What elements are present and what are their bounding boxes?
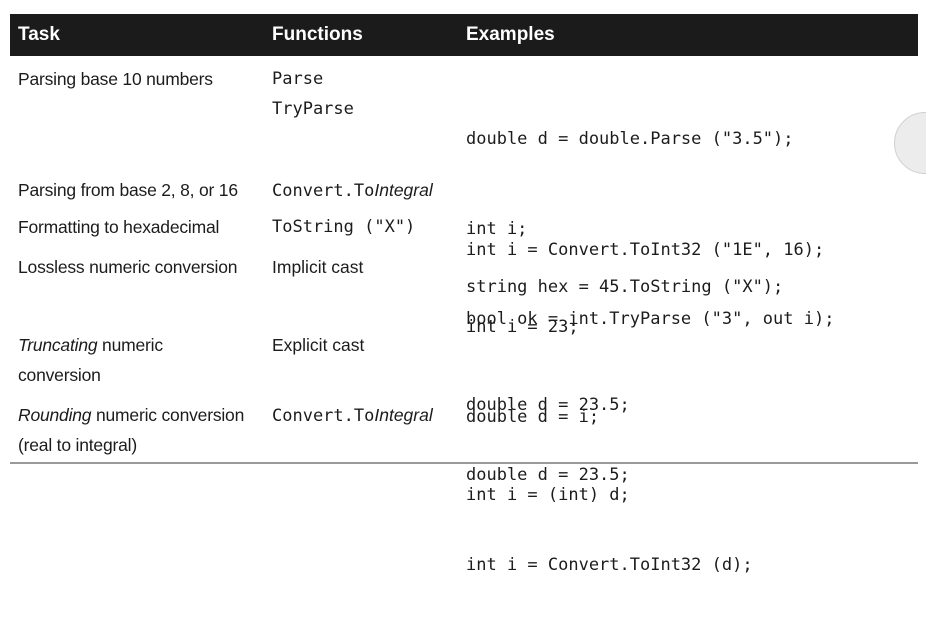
functions-cell: Implicit cast [266, 252, 462, 282]
task-text: Truncating numeric [18, 330, 266, 360]
function-name: TryParse [272, 99, 354, 119]
table-header: Task Functions Examples [10, 14, 918, 56]
task-cell: Parsing base 10 numbers [10, 64, 266, 94]
table-row: Formatting to hexadecimal ToString ("X")… [10, 210, 918, 297]
task-text: Rounding numeric conversion [18, 400, 266, 430]
page-top-margin [0, 0, 926, 14]
table-row: Parsing base 10 numbers Parse TryParse d… [10, 56, 918, 329]
function-name: ToString ("X") [272, 217, 416, 237]
examples-cell: double d = 23.5; int i = Convert.ToInt32… [462, 400, 918, 640]
table-row: Rounding numeric conversion (real to int… [10, 396, 918, 575]
task-cell: Truncating numeric conversion [10, 330, 266, 390]
task-rest-part: numeric [97, 335, 163, 355]
task-cell: Parsing from base 2, 8, or 16 [10, 175, 266, 205]
code-line: double d = 23.5; [466, 395, 630, 415]
table-bottom-rule [10, 462, 918, 464]
examples-cell: int i = 23; double d = i; [462, 252, 918, 492]
task-italic-part: Rounding [18, 405, 92, 425]
function-name: Parse [272, 69, 324, 89]
task-text-line2: (real to integral) [18, 435, 137, 455]
functions-cell: Parse TryParse [266, 64, 462, 124]
function-name: Implicit cast [272, 257, 364, 277]
task-cell: Rounding numeric conversion (real to int… [10, 400, 266, 460]
table-row: Truncating numeric conversion Explicit c… [10, 322, 918, 505]
examples-cell: int i = Convert.ToInt32 ("1E", 16); [462, 175, 918, 325]
code-line: int i = 23; [466, 317, 579, 337]
code-line: double d = i; [466, 407, 600, 427]
examples-cell: string hex = 45.ToString ("X"); [462, 212, 918, 362]
header-functions: Functions [272, 24, 363, 45]
code-line: int i = Convert.ToInt32 (d); [466, 555, 753, 575]
task-text: Lossless numeric conversion [18, 257, 238, 277]
table-row: Parsing from base 2, 8, or 16 Convert.To… [10, 170, 918, 260]
code-line: double d = double.Parse ("3.5"); [466, 129, 794, 149]
task-italic-part: Truncating [18, 335, 98, 355]
task-text: Formatting to hexadecimal [18, 217, 220, 237]
function-italic-part: Integral [374, 405, 433, 425]
conversion-table: Task Functions Examples Parsing base 10 … [10, 14, 918, 575]
task-text: Parsing base 10 numbers [18, 69, 213, 89]
code-line: bool ok = int.TryParse ("3", out i); [466, 309, 835, 329]
code-line: int i = Convert.ToInt32 ("1E", 16); [466, 240, 825, 260]
function-name: Explicit cast [272, 335, 365, 355]
functions-cell: Convert.ToIntegral [266, 175, 462, 206]
examples-cell: double d = double.Parse ("3.5"); int i; … [462, 64, 918, 394]
task-rest-part: numeric conversion [91, 405, 245, 425]
task-cell: Lossless numeric conversion [10, 252, 266, 282]
task-cell: Formatting to hexadecimal [10, 212, 266, 242]
task-text-line2: conversion [18, 365, 101, 385]
function-code-part: Convert.To [272, 406, 375, 426]
code-line: int i; [466, 219, 528, 239]
functions-cell: Explicit cast [266, 330, 462, 360]
table-row: Lossless numeric conversion Implicit cas… [10, 250, 918, 427]
function-code-part: Convert.To [272, 181, 375, 201]
header-examples: Examples [466, 24, 555, 45]
functions-cell: Convert.ToIntegral [266, 400, 462, 431]
code-line: double d = 23.5; [466, 465, 630, 485]
header-task: Task [18, 24, 60, 45]
code-line: string hex = 45.ToString ("X"); [466, 277, 784, 297]
task-text: Parsing from base 2, 8, or 16 [18, 180, 238, 200]
functions-cell: ToString ("X") [266, 212, 462, 242]
function-italic-part: Integral [374, 180, 433, 200]
